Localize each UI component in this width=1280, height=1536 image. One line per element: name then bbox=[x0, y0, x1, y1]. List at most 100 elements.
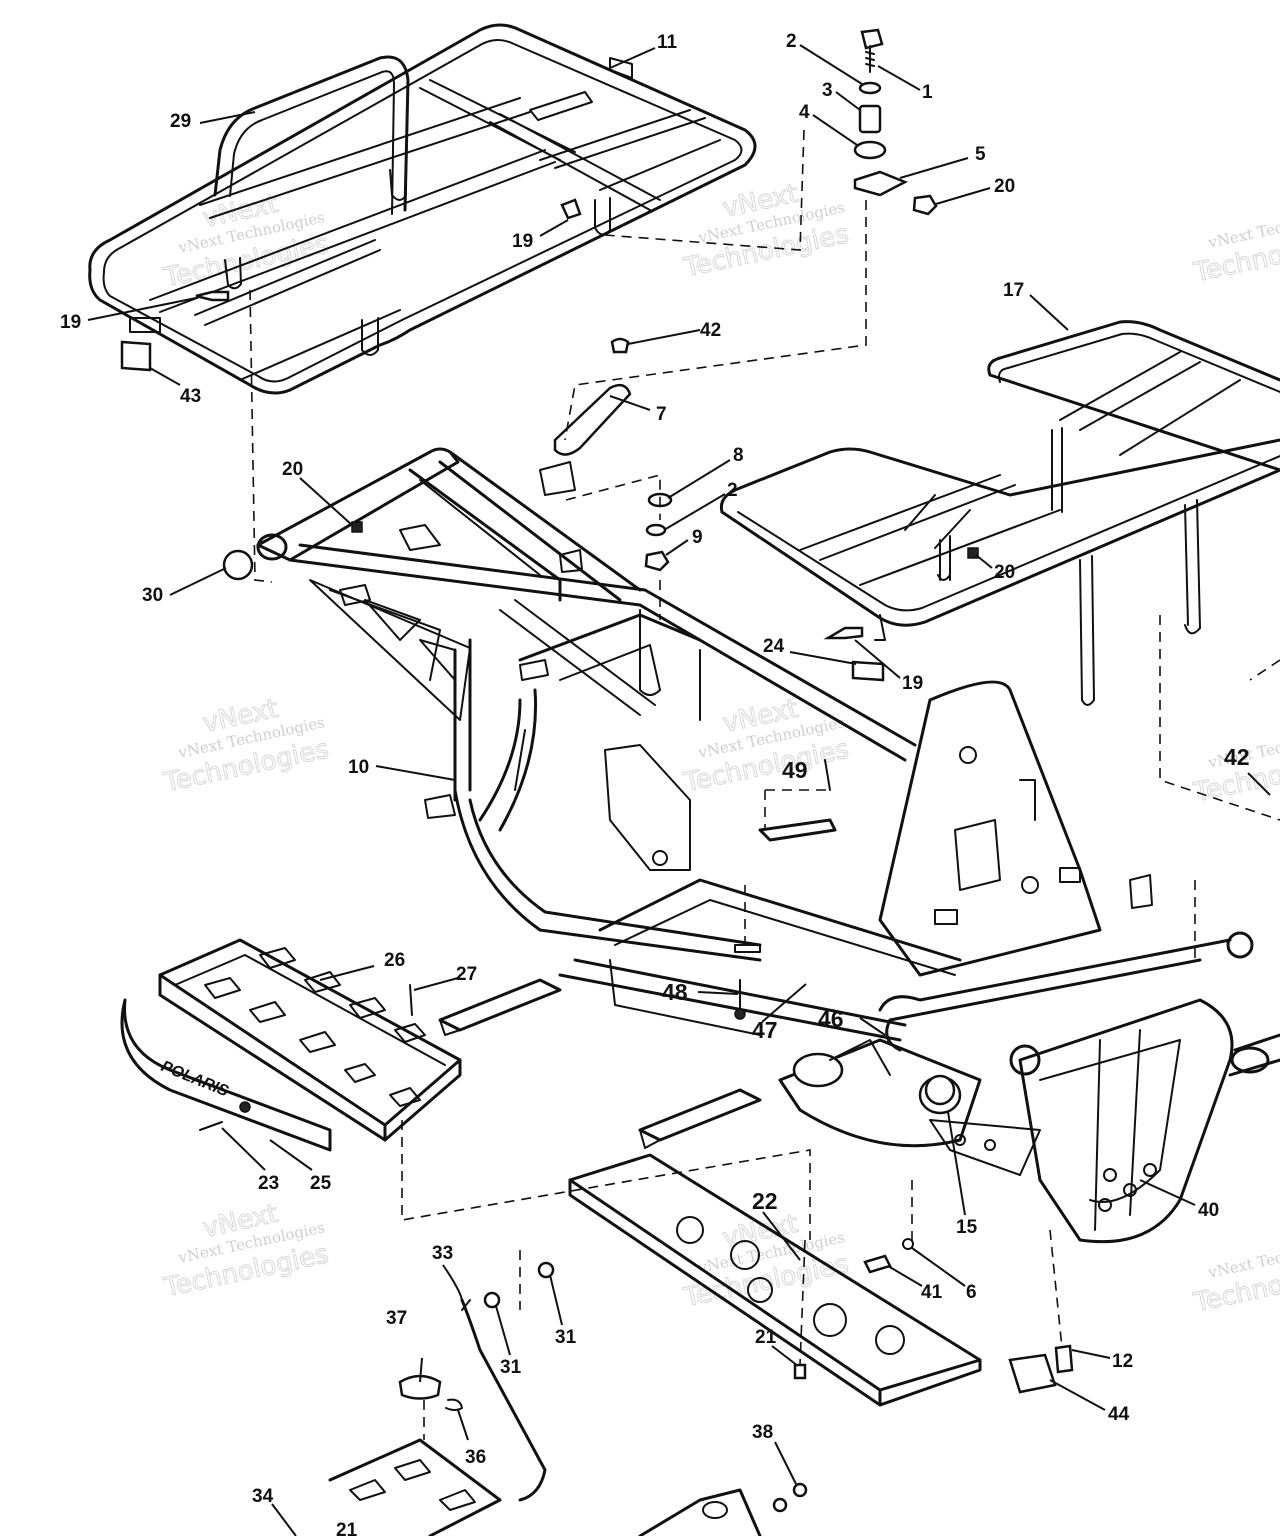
nut bbox=[351, 521, 363, 533]
callout-label: 21 bbox=[755, 1327, 777, 1348]
grommet bbox=[483, 1291, 501, 1309]
washer bbox=[645, 523, 667, 537]
screw bbox=[199, 1121, 223, 1131]
bolt bbox=[560, 198, 582, 220]
callout-label: 42 bbox=[700, 320, 721, 341]
nut bbox=[967, 547, 979, 559]
callout-label: 25 bbox=[310, 1173, 332, 1194]
callout-label: 36 bbox=[465, 1447, 486, 1468]
callout-label: 8 bbox=[733, 445, 744, 466]
callout-label: 26 bbox=[384, 950, 405, 971]
washer bbox=[858, 81, 882, 95]
callout-label: 12 bbox=[1112, 1351, 1133, 1372]
callout-label: 44 bbox=[1108, 1404, 1130, 1425]
callout-label: 19 bbox=[60, 312, 81, 333]
rear-rack bbox=[88, 23, 757, 395]
callout-label: 34 bbox=[252, 1486, 274, 1507]
callout-label: 49 bbox=[782, 757, 808, 783]
lower-frame-partial bbox=[638, 1488, 762, 1536]
watermark: vNext vNext Technologies Technologies bbox=[680, 1208, 852, 1314]
callout-label: 31 bbox=[500, 1357, 522, 1378]
callout-label: 1 bbox=[922, 82, 933, 103]
callout-label: 43 bbox=[180, 386, 201, 407]
callout-label: 20 bbox=[994, 562, 1015, 583]
watermark: vNext vNext Technologies Technologies bbox=[680, 693, 852, 799]
bushing bbox=[853, 140, 887, 160]
callout-label: 33 bbox=[432, 1243, 453, 1264]
nut bbox=[644, 550, 670, 572]
plug bbox=[610, 337, 630, 354]
pad bbox=[734, 944, 761, 953]
watermark: vNext Technologies Technologies bbox=[1190, 1233, 1280, 1319]
grommet bbox=[537, 1261, 555, 1279]
callout-label: 30 bbox=[142, 585, 163, 606]
callout-label: 4 bbox=[799, 102, 810, 123]
callout-label: 37 bbox=[386, 1308, 407, 1329]
screw-head bbox=[734, 1008, 746, 1020]
callout-label: 5 bbox=[975, 144, 986, 165]
bolt bbox=[860, 28, 884, 73]
watermark: vNext Technologies Technologies bbox=[1190, 203, 1280, 289]
callout-label: 19 bbox=[902, 673, 923, 694]
callout-label: 10 bbox=[348, 757, 369, 778]
leader-lines bbox=[87, 44, 1271, 1536]
callout-label: 22 bbox=[752, 1188, 778, 1214]
bolt bbox=[1054, 1344, 1074, 1374]
screw bbox=[409, 984, 413, 1016]
callout-label: 29 bbox=[170, 111, 191, 132]
callout-label: 40 bbox=[1198, 1200, 1219, 1221]
callout-label: 38 bbox=[752, 1422, 773, 1443]
callout-label: 17 bbox=[1003, 280, 1024, 301]
screw bbox=[793, 1363, 807, 1380]
exhaust-pipe-end bbox=[1230, 1046, 1270, 1074]
screw bbox=[824, 759, 831, 791]
brake-rod bbox=[460, 1298, 547, 1502]
clip bbox=[445, 1398, 463, 1411]
nut bbox=[912, 194, 938, 216]
callout-label: 3 bbox=[822, 80, 833, 101]
pivot-nut bbox=[924, 1074, 956, 1106]
rack-bumper-block bbox=[120, 340, 152, 372]
rack-bumper-block bbox=[851, 660, 885, 682]
callout-label: 15 bbox=[956, 1217, 978, 1238]
callout-label: 27 bbox=[456, 964, 477, 985]
brand-plate-text: POLARIS bbox=[159, 1058, 232, 1101]
brace-bracket bbox=[553, 383, 632, 456]
watermark: vNext vNext Technologies Technologies bbox=[160, 188, 332, 294]
callout-label: 47 bbox=[752, 1017, 778, 1043]
knob bbox=[398, 1374, 442, 1400]
callout-label: 20 bbox=[282, 459, 303, 480]
nut bbox=[792, 1482, 808, 1498]
washer bbox=[902, 1238, 914, 1250]
watermark: vNext vNext Technologies Technologies bbox=[160, 1198, 332, 1304]
lower-footrest-partial bbox=[328, 1438, 502, 1536]
nut bbox=[772, 1497, 788, 1513]
callout-labels: 1 2 3 4 5 20 11 29 19 19 43 42 7 8 2 9 2… bbox=[60, 31, 1250, 1536]
callout-label: 6 bbox=[966, 1282, 977, 1303]
callout-label: 11 bbox=[657, 32, 678, 53]
bolt bbox=[823, 626, 864, 640]
callout-label: 24 bbox=[763, 636, 785, 657]
callout-label: 42 bbox=[1224, 744, 1250, 770]
callout-label: 31 bbox=[555, 1327, 577, 1348]
mount-bracket bbox=[853, 170, 908, 197]
bolt bbox=[863, 1254, 892, 1274]
left-footrest bbox=[158, 938, 462, 1142]
main-frame bbox=[256, 447, 1254, 1244]
bolt bbox=[195, 290, 230, 302]
callout-label: 20 bbox=[994, 176, 1015, 197]
callout-label: 21 bbox=[336, 1520, 358, 1536]
watermark: vNext vNext Technologies Technologies bbox=[160, 693, 332, 799]
callout-label: 19 bbox=[512, 231, 533, 252]
bumper-block bbox=[1008, 1353, 1057, 1394]
callout-label: 23 bbox=[258, 1173, 279, 1194]
front-rack bbox=[719, 320, 1280, 706]
skid-plate bbox=[568, 1153, 982, 1407]
callout-label: 41 bbox=[921, 1282, 943, 1303]
callout-label: 2 bbox=[786, 31, 797, 52]
callout-label: 46 bbox=[818, 1006, 844, 1032]
end-cap bbox=[222, 549, 254, 581]
callout-label: 2 bbox=[727, 480, 738, 501]
footrest-bumper: POLARIS bbox=[120, 998, 332, 1152]
